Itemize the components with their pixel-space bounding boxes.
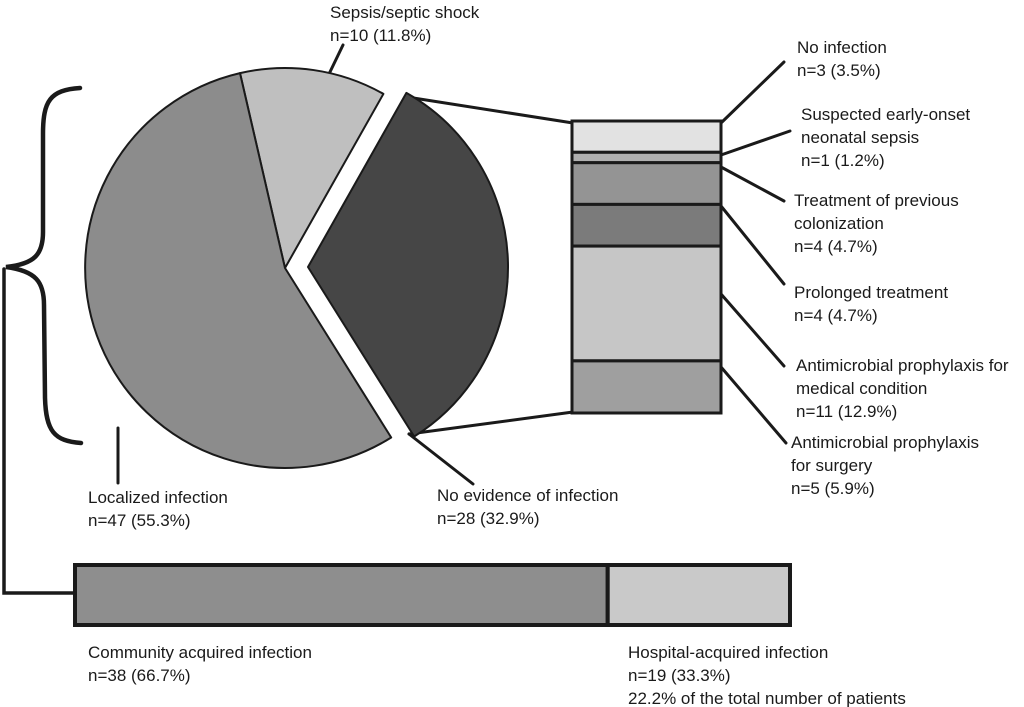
label-community-acquired-infection: Community acquired infection n=38 (66.7%… — [88, 641, 312, 687]
label-line: n=19 (33.3%) — [628, 666, 731, 685]
bar-leader-line-4 — [719, 204, 786, 286]
stacked-bar-segment-1 — [570, 150, 723, 165]
label-line: Prolonged treatment — [794, 283, 949, 302]
label-line: No evidence of infection — [437, 486, 619, 505]
label-sepsis: Sepsis/septic shock n=10 (11.8%) — [330, 1, 479, 47]
stacked-bar-segment-5 — [570, 359, 723, 415]
sepsis-leader-line — [327, 43, 345, 76]
label-line: No infection — [797, 38, 887, 57]
label-line: n=47 (55.3%) — [88, 511, 191, 530]
stacked-bar-segment-0 — [570, 119, 723, 154]
label-line: n=11 (12.9%) — [796, 402, 898, 421]
bar-leader-line-1 — [719, 60, 786, 125]
left-curly-brace — [5, 85, 84, 446]
label-line: n=4 (4.7%) — [794, 237, 878, 256]
slice-to-bar-top-line — [405, 95, 575, 125]
label-line: n=3 (3.5%) — [797, 61, 881, 80]
label-line: neonatal sepsis — [801, 128, 920, 147]
stacked-bar-segment-2 — [570, 161, 723, 206]
label-line: n=10 (11.8%) — [330, 26, 432, 45]
stacked-bar-segment-4 — [570, 244, 723, 363]
label-line: Treatment of previous — [794, 191, 959, 210]
label-line: 22.2% of the total number of patients — [628, 689, 906, 707]
label-line: Suspected early-onset — [801, 105, 971, 124]
label-suspected-early-onset-neonatal-sepsis: Suspected early-onset neonatal sepsis n=… — [801, 103, 970, 172]
label-no-infection: No infection n=3 (3.5%) — [797, 36, 887, 82]
label-line: n=1 (1.2%) — [801, 151, 885, 170]
label-line: Sepsis/septic shock — [330, 3, 480, 22]
label-line: Antimicrobial prophylaxis — [791, 433, 980, 452]
label-line: colonization — [794, 214, 884, 233]
label-prolonged-treatment: Prolonged treatment n=4 (4.7%) — [794, 281, 948, 327]
label-hospital-acquired-infection: Hospital-acquired infection n=19 (33.3%)… — [628, 641, 906, 707]
label-line: medical condition — [796, 379, 928, 398]
label-line: Localized infection — [88, 488, 228, 507]
bottom-bar-segment-1 — [605, 563, 793, 627]
label-line: Community acquired infection — [88, 643, 312, 662]
label-line: for surgery — [791, 456, 873, 475]
bar-leader-line-5 — [719, 292, 786, 368]
label-line: n=38 (66.7%) — [88, 666, 191, 685]
label-antimicrobial-prophylaxis-surgery: Antimicrobial prophylaxis for surgery n=… — [791, 431, 979, 500]
brace-to-bar-connector-line — [2, 267, 77, 595]
pie-slice-0 — [239, 66, 385, 269]
stacked-bar-segment-3 — [570, 202, 723, 248]
pie-slice-2 — [84, 72, 393, 469]
label-localized-infection: Localized infection n=47 (55.3%) — [88, 486, 228, 532]
label-line: n=5 (5.9%) — [791, 479, 875, 498]
bar-leader-line-3 — [719, 165, 786, 203]
label-line: n=28 (32.9%) — [437, 509, 540, 528]
bar-leader-line-2 — [719, 129, 792, 157]
label-no-evidence-of-infection: No evidence of infection n=28 (32.9%) — [437, 484, 618, 530]
bar-leader-line-6 — [719, 365, 788, 445]
bottom-bar-segment-0 — [73, 563, 610, 627]
pie-slice-1 — [307, 91, 509, 438]
label-line: Hospital-acquired infection — [628, 643, 829, 662]
no-evidence-leader-line — [407, 432, 475, 486]
label-antimicrobial-prophylaxis-medical: Antimicrobial prophylaxis for medical co… — [796, 354, 1009, 423]
label-line: n=4 (4.7%) — [794, 306, 878, 325]
slice-to-bar-bottom-line — [407, 410, 575, 436]
label-line: Antimicrobial prophylaxis for — [796, 356, 1009, 375]
label-treatment-of-previous-colonization: Treatment of previous colonization n=4 (… — [794, 189, 959, 258]
